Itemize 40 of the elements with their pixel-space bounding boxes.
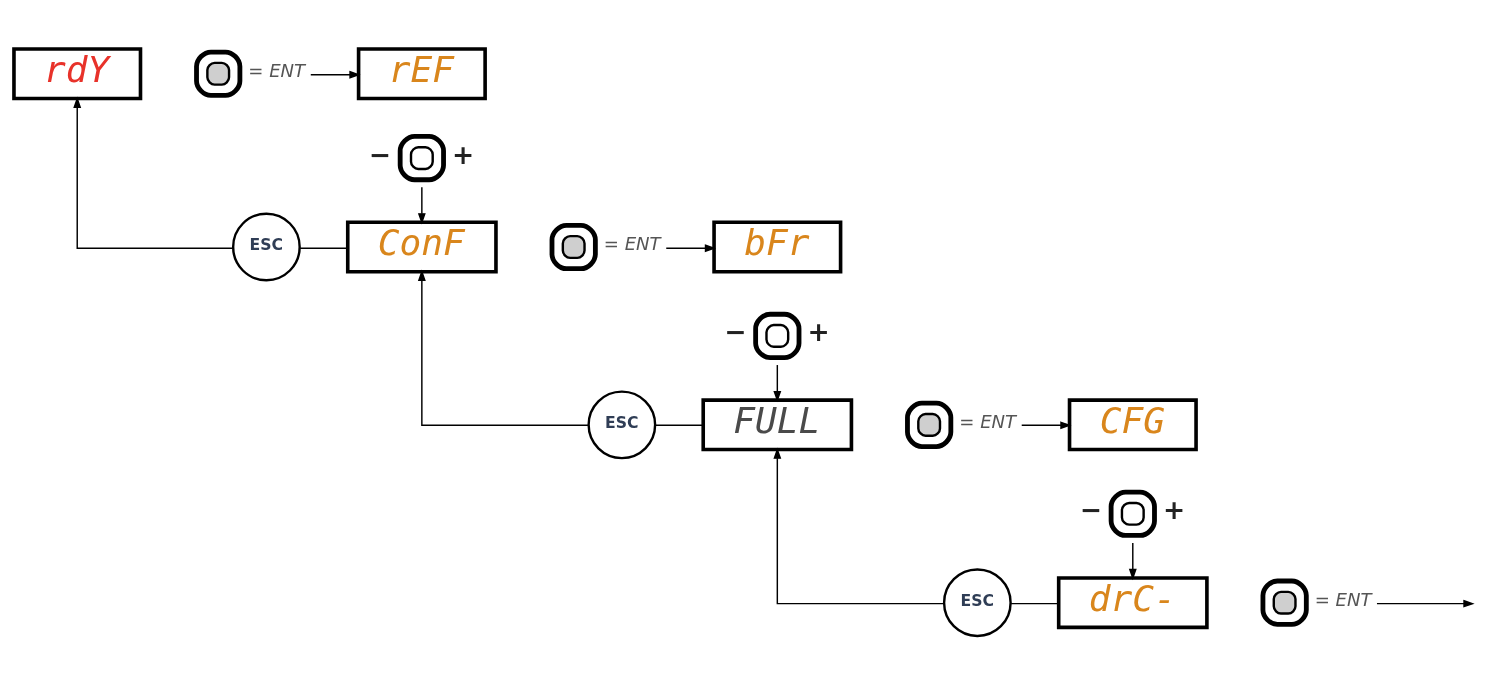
node-picture	[1260, 578, 1309, 627]
node-label: +	[807, 315, 830, 347]
node-box: rEF	[356, 46, 487, 100]
arrow	[1021, 420, 1072, 429]
node-label: −	[724, 315, 747, 347]
connector	[299, 246, 349, 249]
node-picture	[905, 400, 954, 449]
arrow	[417, 185, 426, 224]
node-circle: ESC	[231, 212, 301, 281]
node-box: CFG	[1067, 397, 1198, 451]
node-label: = ENT	[959, 410, 1017, 432]
node-box: bFr	[712, 220, 843, 273]
node-box: drC-	[1056, 575, 1209, 629]
node-picture	[549, 222, 598, 271]
node-label: = ENT	[603, 232, 661, 254]
node-box: rdY	[12, 46, 143, 100]
arrow	[417, 269, 589, 426]
arrow	[665, 243, 717, 252]
node-circle: ESC	[587, 389, 657, 459]
node-label: +	[451, 138, 475, 170]
node-label: = ENT	[1314, 588, 1372, 610]
connector	[1010, 602, 1060, 604]
arrow	[73, 96, 234, 249]
node-picture	[194, 49, 243, 98]
node-label: −	[1079, 493, 1102, 525]
connector	[654, 424, 704, 426]
node-box: FULL	[701, 397, 854, 451]
arrow	[773, 447, 945, 604]
node-picture	[1108, 489, 1157, 538]
node-label: +	[1162, 493, 1186, 525]
node-picture	[753, 311, 802, 360]
node-label: = ENT	[248, 59, 306, 81]
node-picture	[397, 133, 446, 182]
arrow	[773, 363, 782, 402]
arrow	[310, 70, 361, 79]
node-box: ConF	[345, 220, 498, 273]
arrow	[1128, 541, 1137, 580]
arrow	[1376, 599, 1475, 608]
node-circle: ESC	[942, 567, 1012, 637]
node-label: −	[368, 138, 392, 170]
